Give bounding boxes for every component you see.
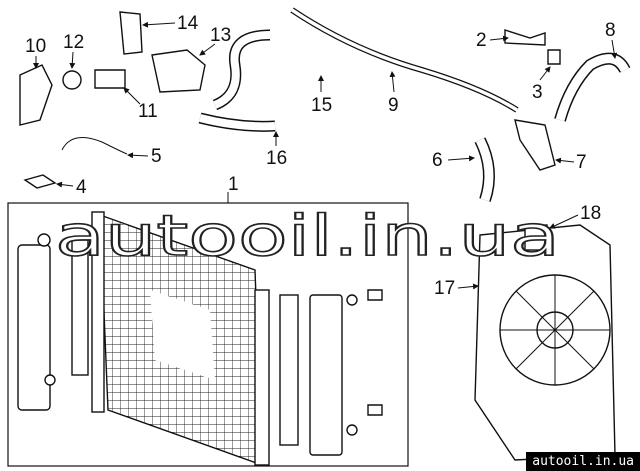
callout-16: 16	[266, 148, 287, 169]
callout-10: 10	[25, 36, 46, 57]
gasket-14	[119, 11, 143, 55]
outlet-7	[514, 119, 556, 171]
water-inlet-housing	[151, 49, 206, 93]
watermark-badge: autooil.in.ua	[526, 452, 640, 471]
callout-2: 2	[476, 30, 487, 51]
callout-15: 15	[311, 95, 332, 116]
callout-4: 4	[76, 177, 87, 198]
radiator-left-tank	[17, 233, 89, 411]
callout-1: 1	[228, 174, 239, 195]
bracket-2	[504, 29, 546, 46]
hose-5	[61, 137, 128, 155]
callout-17: 17	[434, 278, 455, 299]
callout-18: 18	[580, 203, 601, 224]
callout-14: 14	[177, 13, 199, 34]
fan-shroud	[474, 224, 616, 461]
thermostat	[94, 69, 126, 89]
reservoir-18	[524, 224, 548, 251]
callout-9: 9	[388, 95, 399, 116]
radiator-right-tank	[279, 289, 383, 456]
radiator-core	[91, 211, 270, 467]
gasket	[62, 70, 82, 90]
cap-4	[23, 174, 57, 189]
callout-8: 8	[605, 20, 616, 41]
watermark-text: autooil.in.ua	[55, 204, 560, 269]
callout-6: 6	[432, 150, 443, 171]
callout-3: 3	[532, 82, 543, 103]
callouts: 1 2 3 4 5 6 7 8 9 10 11 12 13 14 15 16 1…	[25, 13, 618, 299]
radiator-group-frame	[7, 202, 409, 467]
callout-13: 13	[210, 25, 231, 46]
callout-11: 11	[138, 101, 158, 122]
callout-5: 5	[151, 146, 162, 167]
callout-12: 12	[63, 32, 84, 53]
cap-3	[547, 49, 561, 65]
water-outlet	[19, 64, 53, 126]
callout-7: 7	[576, 152, 587, 173]
